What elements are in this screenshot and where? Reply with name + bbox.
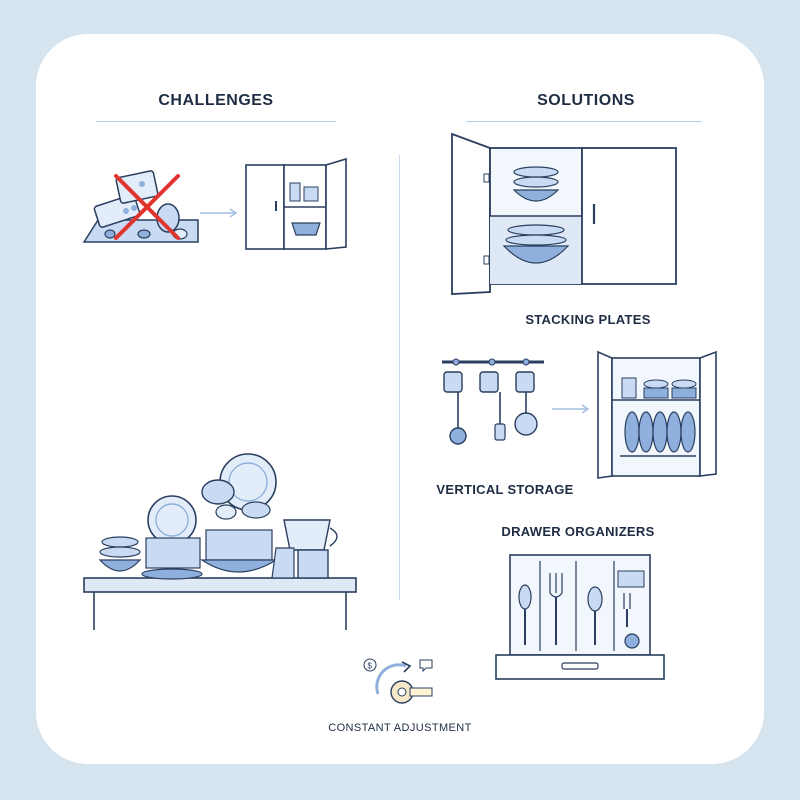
challenges-heading: CHALLENGES	[158, 92, 274, 109]
solutions-rule	[466, 121, 702, 122]
cycle-arrow-icon	[375, 661, 412, 695]
clutter-icon	[82, 170, 199, 243]
drawer-organizers-label: DRAWER ORGANIZERS	[501, 524, 655, 539]
solutions-heading: SOLUTIONS	[537, 92, 635, 109]
cross-icon	[114, 174, 180, 240]
constant-adjustment-label: CONSTANT ADJUSTMENT	[328, 722, 472, 734]
dollar-bubble-icon: $	[363, 658, 377, 672]
utensil-rail-icon	[442, 358, 544, 445]
cabinet-icon	[451, 132, 677, 295]
arrow-icon-2	[552, 404, 590, 414]
dish-pile-icon	[83, 453, 357, 630]
svg-text:$: $	[368, 662, 373, 671]
tape-measure-icon: $	[363, 658, 433, 704]
challenges-rule	[96, 121, 336, 122]
chat-bubble-icon	[419, 659, 433, 673]
small-cabinet-icon	[245, 157, 347, 250]
stacking-plates-label: STACKING PLATES	[525, 312, 651, 327]
column-divider	[399, 155, 400, 600]
vertical-storage-label: VERTICAL STORAGE	[436, 482, 574, 497]
arrow-icon	[200, 208, 238, 218]
rack-cabinet-icon	[597, 350, 717, 479]
drawer-icon	[495, 554, 665, 680]
